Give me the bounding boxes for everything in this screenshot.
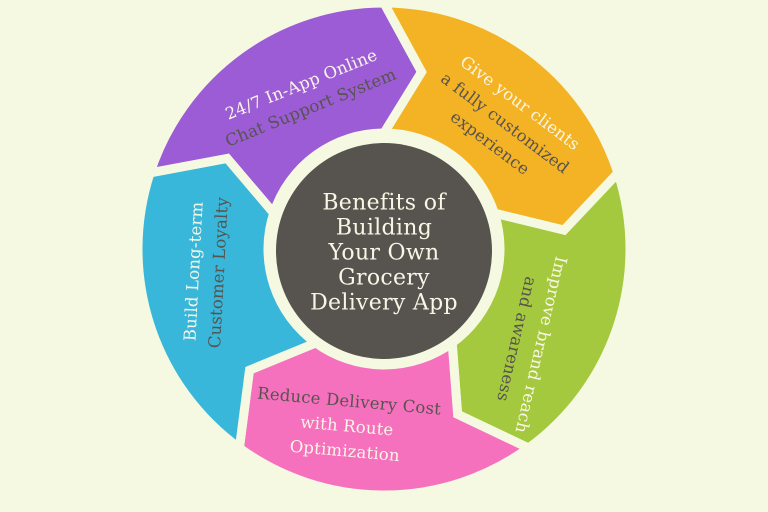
center-title-line: Delivery App	[310, 290, 458, 316]
center-title-line: Grocery	[338, 265, 430, 291]
center-circle	[276, 143, 492, 359]
segment-shape-customer-loyalty	[133, 153, 325, 457]
segment-shape-route-optimization	[234, 334, 538, 500]
center-title-line: Your Own	[328, 240, 440, 266]
segment-label-customer-loyalty: Build Long-term Customer Loyalty	[177, 195, 235, 349]
center-title-line: Building	[335, 215, 433, 241]
center-title-line: Benefits of	[322, 190, 446, 216]
segment-shape-chat-support	[143, 0, 427, 223]
segment-label-route-optimization: Reduce Delivery Cost with Route Optimiza…	[252, 381, 442, 472]
segment-ring	[133, 0, 635, 500]
center-title: Benefits of Building Your Own Grocery De…	[259, 191, 509, 316]
segment-shape-brand-reach	[447, 164, 635, 454]
segment-shape-customized-experience	[375, 0, 624, 236]
